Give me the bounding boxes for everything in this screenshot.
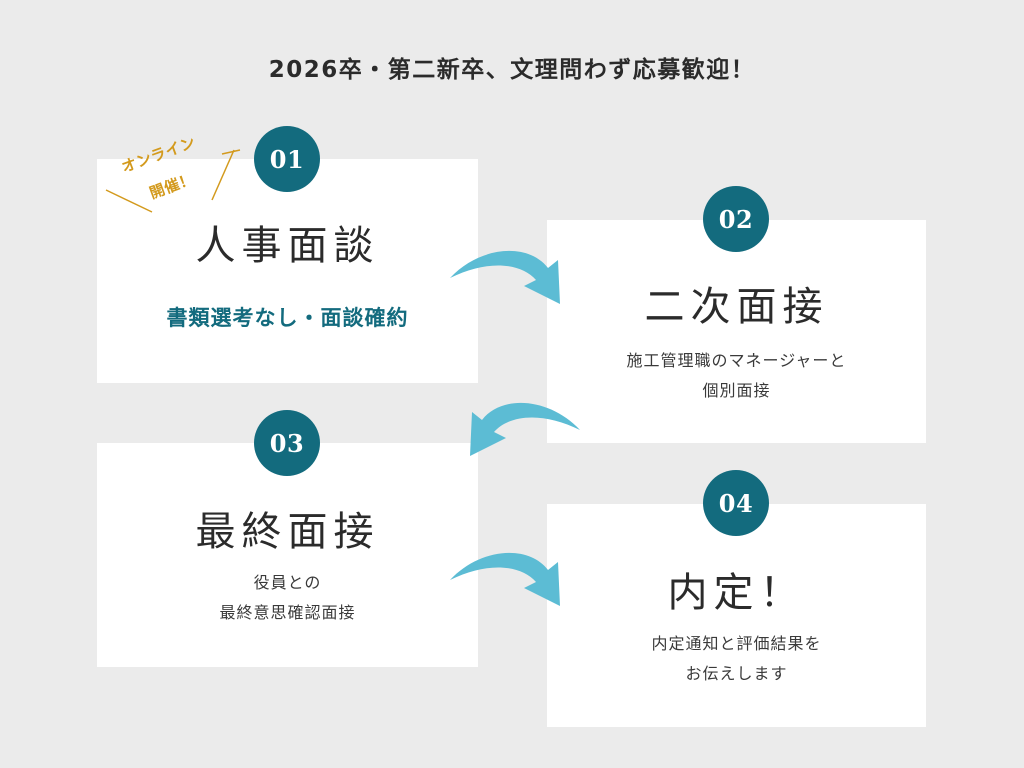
step-title: 最終面接: [195, 509, 380, 555]
step-desc-line: 役員との: [253, 573, 322, 592]
step-desc-line: 施工管理職のマネージャーと: [626, 351, 847, 370]
step-number-badge-3: 03: [254, 410, 320, 476]
step-number-badge-1: 01: [254, 126, 320, 192]
step-desc-line: 個別面接: [702, 381, 771, 400]
step-card-3: 最終面接 役員との 最終意思確認面接: [97, 443, 478, 667]
step-title: 二次面接: [644, 284, 829, 330]
step-description: 役員との 最終意思確認面接: [97, 568, 478, 628]
step-card-1: 人事面談 書類選考なし・面談確約: [97, 159, 478, 383]
step-title: 内定！: [667, 570, 806, 616]
step-description: 施工管理職のマネージャーと 個別面接: [547, 346, 926, 406]
flow-arrow-right-icon: [450, 552, 560, 606]
online-event-tag: オンライン 開催！: [100, 133, 250, 218]
flow-arrow-right-icon: [450, 250, 560, 304]
tag-lines-icon: [105, 149, 241, 213]
step-card-4: 内定！ 内定通知と評価結果を お伝えします: [547, 504, 926, 727]
step-desc-line: 内定通知と評価結果を: [651, 634, 822, 653]
page-headline: 2026卒・第二新卒、文理問わず応募歓迎！: [268, 57, 756, 83]
step-number-badge-2: 02: [703, 186, 769, 252]
step-card-2: 二次面接 施工管理職のマネージャーと 個別面接: [547, 220, 926, 443]
step-desc-line: 最終意思確認面接: [219, 603, 356, 622]
step-subtitle: 書類選考なし・面談確約: [166, 306, 409, 330]
step-desc-line: お伝えします: [685, 664, 788, 683]
flow-arrow-left-icon: [470, 402, 580, 456]
step-number-badge-4: 04: [703, 470, 769, 536]
step-description: 内定通知と評価結果を お伝えします: [547, 629, 926, 689]
step-title: 人事面談: [195, 223, 380, 269]
